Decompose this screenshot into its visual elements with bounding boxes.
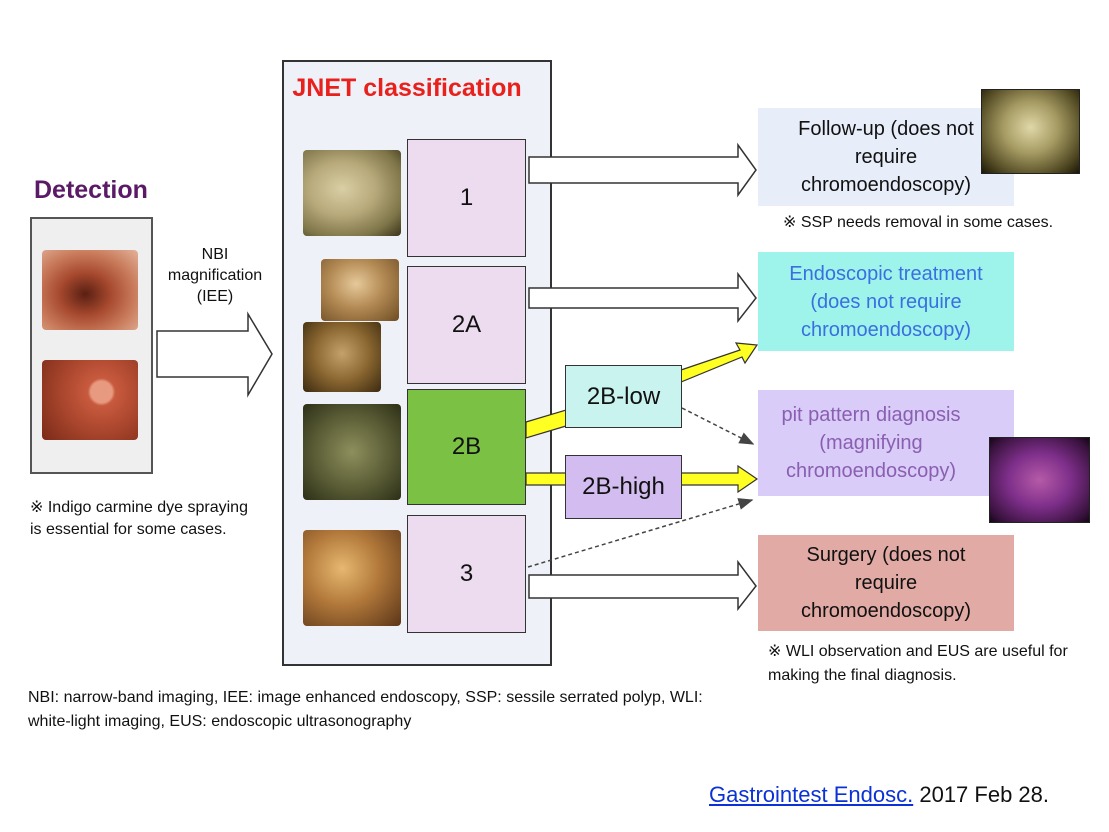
outcome-surgery-text: Surgery (does not require chromoendoscop… <box>800 544 972 622</box>
outcome-pit-pattern-diagnosis: pit pattern diagnosis (magnifying chromo… <box>758 390 1014 496</box>
follow-up-endoscopy-image <box>981 89 1080 174</box>
nbi-arrow <box>156 311 273 398</box>
outcome-surgery: Surgery (does not require chromoendoscop… <box>758 535 1014 631</box>
outcome-pit-pattern-text: pit pattern diagnosis (magnifying chromo… <box>781 404 961 482</box>
yellow-arrow-2b-low-to-endoscopic <box>680 342 759 383</box>
outcome-follow-up-text: Follow-up (does not require chromoendosc… <box>798 118 974 196</box>
outcome-follow-up: Follow-up (does not require chromoendosc… <box>758 108 1014 206</box>
endoscopy-image-class-3 <box>303 530 401 626</box>
dashed-arrow-2b-low-to-pit <box>681 407 755 445</box>
endoscopy-image-class-2a-top <box>321 259 399 321</box>
endoscopy-image-class-1 <box>303 150 401 236</box>
arrow-class-3-to-surgery <box>528 559 757 612</box>
class-1-box: 1 <box>407 139 526 257</box>
arrow-class-1-to-follow-up <box>528 142 757 198</box>
abbreviations-footnote: NBI: narrow-band imaging, IEE: image enh… <box>28 689 703 730</box>
outcome-endoscopic-treatment: Endoscopic treatment (does not require c… <box>758 252 1014 351</box>
endoscopy-image-class-2b <box>303 404 401 500</box>
detection-endoscopy-image-2 <box>42 360 138 440</box>
wli-note: ※ WLI observation and EUS are useful for… <box>768 643 1068 684</box>
citation: Gastrointest Endosc. 2017 Feb 28. <box>709 782 1049 808</box>
endoscopy-image-class-2a-bottom <box>303 322 381 392</box>
citation-journal-link[interactable]: Gastrointest Endosc. <box>709 782 914 807</box>
ssp-note: ※ SSP needs removal in some cases. <box>783 214 1054 231</box>
dashed-arrow-class-3-to-pit <box>527 498 754 568</box>
class-2b-high-box: 2B-high <box>565 455 682 519</box>
detection-title: Detection <box>34 176 148 204</box>
detection-note: ※ Indigo carmine dye spraying is essenti… <box>30 499 248 538</box>
outcome-endoscopic-treatment-text: Endoscopic treatment (does not require c… <box>789 262 983 341</box>
yellow-arrow-2b-to-2b-low <box>525 409 567 439</box>
yellow-arrow-2b-to-2b-high <box>525 472 567 486</box>
class-2a-box: 2A <box>407 266 526 384</box>
arrow-class-2a-to-endoscopic <box>528 271 757 324</box>
class-2b-low-box: 2B-low <box>565 365 682 428</box>
pit-pattern-endoscopy-image <box>989 437 1090 523</box>
detection-endoscopy-image-1 <box>42 250 138 330</box>
class-3-box: 3 <box>407 515 526 633</box>
yellow-arrow-2b-high-to-pit <box>680 464 759 494</box>
citation-date: 2017 Feb 28. <box>919 782 1050 807</box>
class-2b-box: 2B <box>407 389 526 505</box>
nbi-magnification-label: NBI magnification (IEE) <box>167 246 263 305</box>
jnet-title: JNET classification <box>292 74 522 102</box>
